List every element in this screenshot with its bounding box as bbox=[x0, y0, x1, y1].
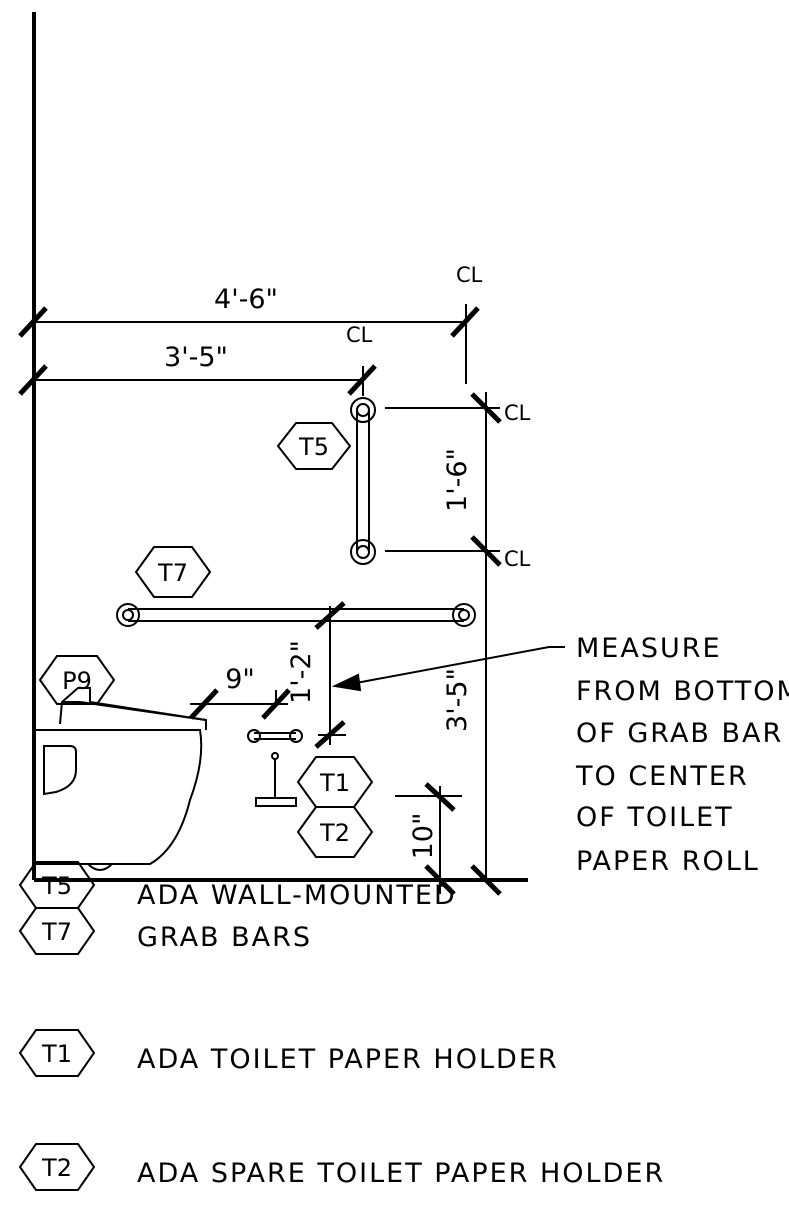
wall-mounted-toilet bbox=[33, 687, 207, 871]
legend-t7-label: T7 bbox=[41, 918, 72, 946]
dimension-1-6-label: 1'-6" bbox=[442, 448, 473, 512]
dimension-3-5-top bbox=[18, 364, 377, 396]
note-line: FROM BOTTOM bbox=[576, 676, 789, 707]
legend-t1-hexagon bbox=[18, 1029, 96, 1077]
note-leader bbox=[331, 646, 565, 692]
note-line: TO CENTER bbox=[575, 761, 749, 792]
toilet-paper-holder bbox=[247, 729, 303, 807]
tag-p9-hexagon bbox=[38, 655, 116, 705]
measurement-note: MEASURE FROM BOTTOM OF GRAB BAR TO CENTE… bbox=[575, 633, 789, 877]
dimension-10 bbox=[395, 782, 462, 896]
horizontal-grab-bar bbox=[116, 603, 476, 627]
centerline-mark-4-6: CL bbox=[456, 263, 483, 287]
tag-t7-label: T7 bbox=[157, 559, 188, 587]
dimension-10-label: 10" bbox=[408, 813, 439, 860]
dimension-4-6-label: 4'-6" bbox=[214, 284, 278, 315]
dimension-1-2-label: 1'-2" bbox=[286, 640, 317, 704]
legend-paper-holder: ADA TOILET PAPER HOLDER bbox=[137, 1044, 559, 1075]
tag-t5-label: T5 bbox=[298, 433, 329, 461]
tag-t1-label: T1 bbox=[319, 769, 350, 797]
legend-t1-label: T1 bbox=[41, 1040, 72, 1068]
dimension-1-2 bbox=[314, 601, 346, 749]
legend-t7-hexagon bbox=[18, 907, 96, 955]
dimension-3-5-vertical-label: 3'-5" bbox=[442, 668, 473, 732]
tag-t5-hexagon bbox=[276, 422, 352, 470]
note-line: PAPER ROLL bbox=[576, 846, 760, 877]
tag-t2-hexagon bbox=[296, 806, 374, 858]
legend-t2-label: T2 bbox=[41, 1154, 72, 1182]
note-line: MEASURE bbox=[576, 633, 722, 664]
centerline-mark-top-bar: CL bbox=[504, 401, 531, 425]
dimension-1-6 bbox=[385, 392, 502, 880]
note-line: OF GRAB BAR bbox=[576, 718, 783, 749]
dimension-4-6 bbox=[18, 304, 480, 384]
tag-p9-label: P9 bbox=[62, 667, 92, 695]
tag-t7-hexagon bbox=[134, 546, 212, 598]
note-line: OF TOILET bbox=[576, 802, 734, 833]
vertical-grab-bar bbox=[350, 397, 376, 565]
legend-t5-label: T5 bbox=[41, 872, 72, 900]
tag-t2-label: T2 bbox=[319, 819, 350, 847]
legend-grab-bars-line2: GRAB BARS bbox=[137, 922, 312, 953]
legend-t2-hexagon bbox=[18, 1143, 96, 1191]
legend-spare-holder: ADA SPARE TOILET PAPER HOLDER bbox=[137, 1158, 665, 1189]
dimension-9-label: 9" bbox=[225, 664, 255, 695]
dimension-3-5-top-label: 3'-5" bbox=[164, 342, 228, 373]
centerline-mark-bottom-bar: CL bbox=[504, 547, 531, 571]
legend-grab-bars-line1: ADA WALL-MOUNTED bbox=[137, 880, 457, 911]
dimension-9 bbox=[189, 688, 291, 720]
centerline-mark-3-5: CL bbox=[346, 323, 373, 347]
